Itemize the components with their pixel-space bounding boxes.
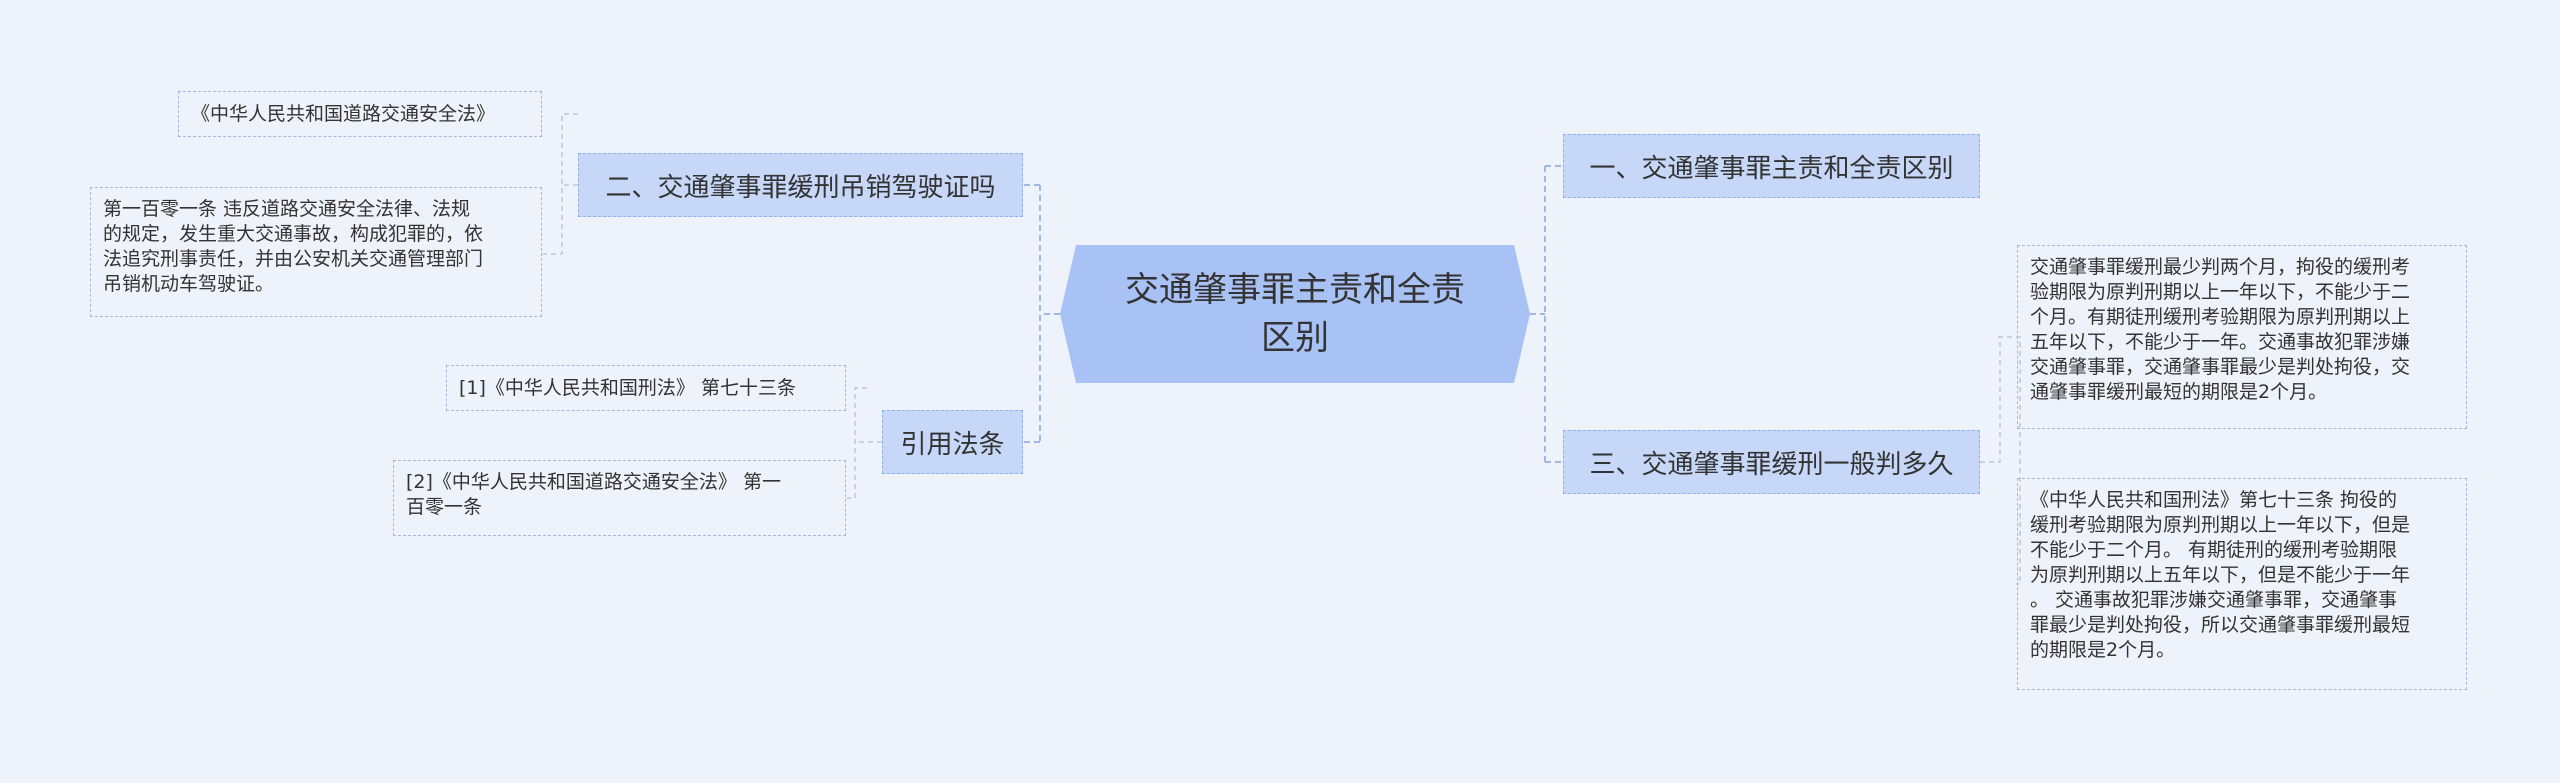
center-topic[interactable]: 交通肇事罪主责和全责区别 bbox=[1060, 245, 1530, 383]
connector-b3-link bbox=[1980, 337, 2001, 463]
leaf-node-article-73[interactable]: 《中华人民共和国刑法》第七十三条 拘役的 缓刑考验期限为原判刑期以上一年以下，但… bbox=[2017, 478, 2467, 690]
leaf-node-citation-2[interactable]: [2]《中华人民共和国道路交通安全法》 第一 百零一条 bbox=[393, 460, 846, 536]
leaf-node-citation-1[interactable]: [1]《中华人民共和国刑法》 第七十三条 bbox=[446, 365, 846, 411]
connector-b3-spine bbox=[1998, 336, 2021, 585]
branch-label: 二、交通肇事罪缓刑吊销驾驶证吗 bbox=[605, 172, 996, 203]
branch-label: 三、交通肇事罪缓刑一般判多久 bbox=[1589, 449, 1954, 480]
connector-b4-spine bbox=[847, 387, 867, 499]
leaf-node-article-101[interactable]: 第一百零一条 违反道路交通安全法律、法规 的规定，发生重大交通事故，构成犯罪的，… bbox=[90, 187, 542, 317]
branch-node-4[interactable]: 引用法条 bbox=[882, 410, 1023, 474]
branch-label: 引用法条 bbox=[900, 429, 1005, 460]
branch-label: 一、交通肇事罪主责和全责区别 bbox=[1589, 153, 1954, 184]
center-topic-label: 交通肇事罪主责和全责区别 bbox=[1125, 270, 1465, 358]
leaf-node-probation-minimum[interactable]: 交通肇事罪缓刑最少判两个月，拘役的缓刑考 验期限为原判刑期以上一年以下，不能少于… bbox=[2017, 245, 2467, 429]
branch-node-1[interactable]: 一、交通肇事罪主责和全责区别 bbox=[1563, 134, 1980, 198]
connector-b2-spine bbox=[543, 113, 578, 255]
branch-node-3[interactable]: 三、交通肇事罪缓刑一般判多久 bbox=[1563, 430, 1980, 494]
leaf-node-law-title[interactable]: 《中华人民共和国道路交通安全法》 bbox=[178, 91, 542, 137]
branch-node-2[interactable]: 二、交通肇事罪缓刑吊销驾驶证吗 bbox=[578, 153, 1023, 217]
